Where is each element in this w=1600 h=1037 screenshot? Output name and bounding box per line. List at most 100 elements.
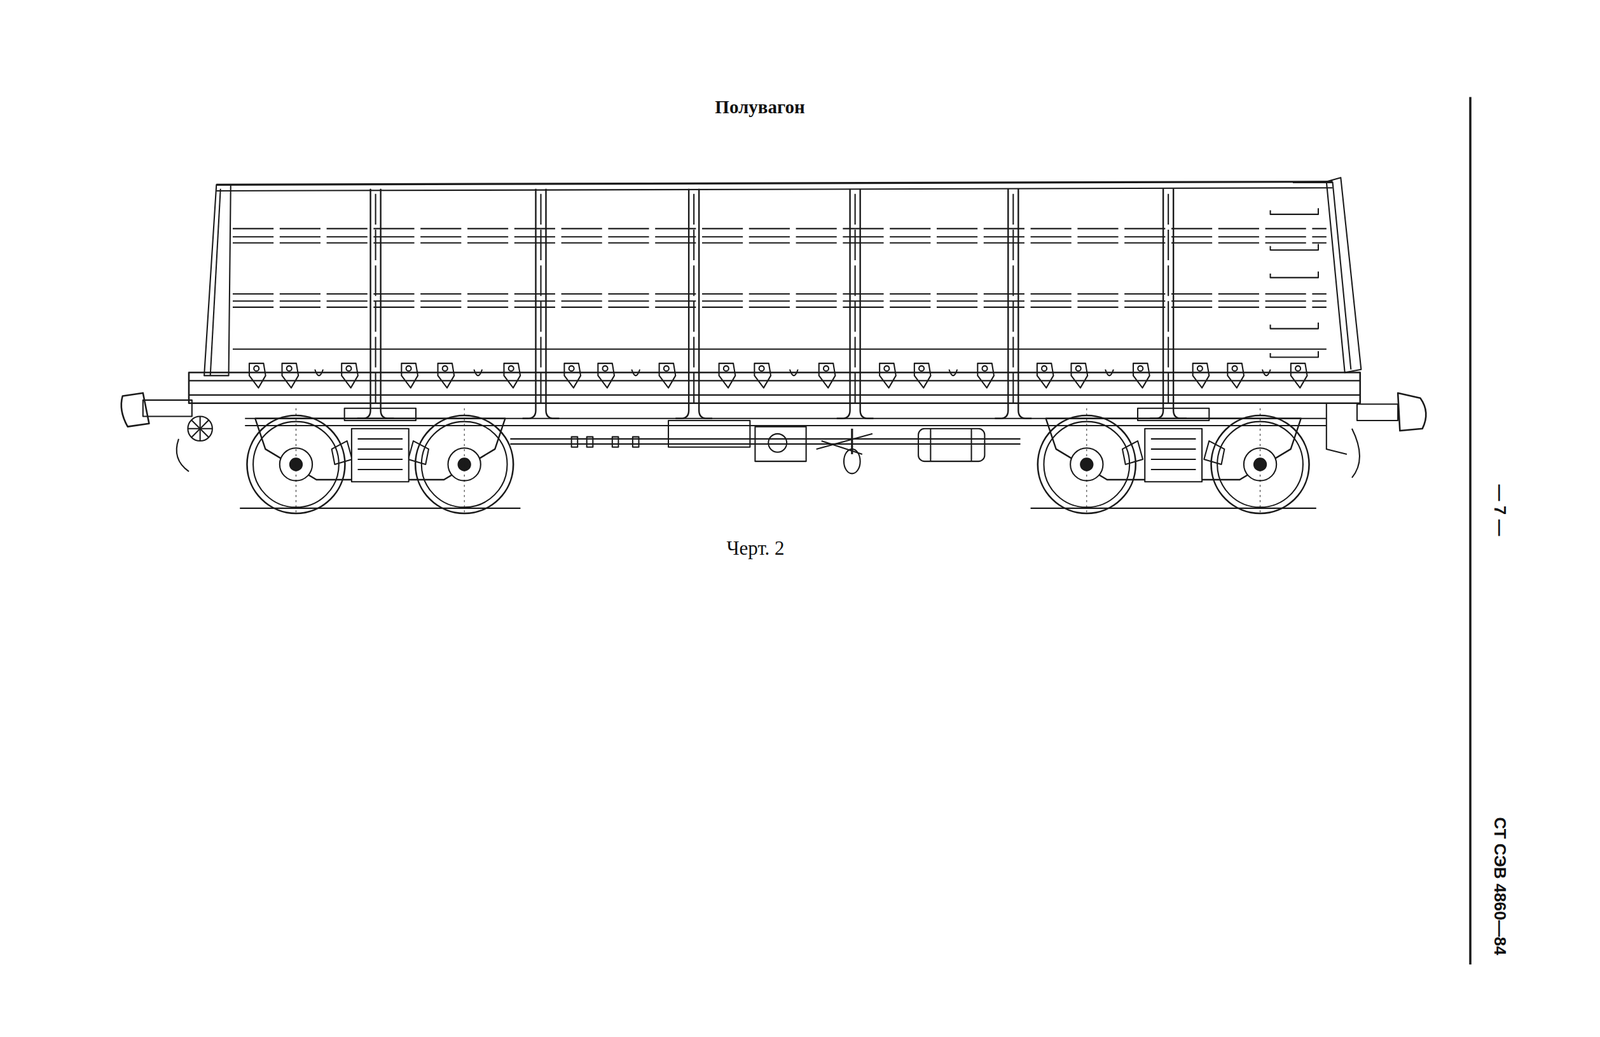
spring-set xyxy=(1151,468,1197,470)
side-stake xyxy=(675,188,689,419)
door-hinge xyxy=(401,363,418,388)
hand-brake-wheel xyxy=(191,419,209,437)
door-lock xyxy=(789,369,799,376)
frame-window xyxy=(1203,440,1225,465)
side-stake xyxy=(522,188,537,419)
door-hinge xyxy=(819,363,836,388)
ladder-step xyxy=(1270,322,1319,329)
side-stake xyxy=(375,193,377,404)
ladder-step xyxy=(1270,271,1319,278)
side-stake xyxy=(1149,188,1164,419)
door-hinge xyxy=(1193,363,1210,388)
end-gear xyxy=(1326,403,1360,478)
side-stake xyxy=(836,188,851,419)
brake-lever xyxy=(816,433,873,455)
ladder-step xyxy=(1270,243,1319,250)
bolster xyxy=(1137,408,1209,421)
axle-center xyxy=(1086,408,1087,516)
door-hinge xyxy=(1290,363,1308,388)
brake-valve xyxy=(768,433,787,453)
door-hinge xyxy=(879,363,897,388)
bolster xyxy=(344,408,416,421)
side-belt xyxy=(232,235,1327,238)
door-lock xyxy=(314,369,324,376)
side-sill xyxy=(188,379,1361,381)
door-lock xyxy=(631,369,640,376)
end-wall xyxy=(1326,177,1362,373)
spring-set xyxy=(1144,428,1202,482)
door-hinge xyxy=(1075,365,1082,371)
end-wall xyxy=(210,188,221,376)
door-hinge xyxy=(282,363,299,388)
door-hinge xyxy=(341,363,359,388)
door-hinge xyxy=(1070,363,1088,388)
side-sill xyxy=(188,372,1361,404)
door-hinge xyxy=(914,363,932,388)
axle-center xyxy=(295,408,297,516)
door-hinge xyxy=(759,365,765,371)
end-wall xyxy=(204,184,231,376)
air-distributor xyxy=(668,420,750,448)
door-hinge xyxy=(597,363,615,388)
door-hinge xyxy=(1227,363,1244,388)
coupler-head xyxy=(121,393,150,427)
door-hinge xyxy=(438,363,455,388)
door-hinge xyxy=(1037,363,1054,388)
spring-set xyxy=(1151,438,1197,440)
door-hinge xyxy=(977,363,994,388)
door-lock xyxy=(948,369,958,376)
page-number: — 7 — xyxy=(1489,484,1510,537)
standard-code: СТ СЭВ 4860—84 xyxy=(1489,817,1510,956)
spring-set xyxy=(1151,458,1197,460)
door-hinge xyxy=(503,363,521,388)
side-stake xyxy=(860,188,874,419)
door-hinge xyxy=(1197,365,1203,371)
brake-cylinder xyxy=(918,428,985,462)
spring-set xyxy=(351,428,409,482)
coupler-head xyxy=(1397,393,1426,431)
ladder-step xyxy=(1270,207,1319,215)
door-hinge xyxy=(253,365,259,371)
door-hinge xyxy=(1137,365,1143,371)
door-hinge xyxy=(1232,365,1238,371)
door-hinge xyxy=(982,365,988,371)
door-hinge xyxy=(1041,365,1047,371)
pipe-fitting xyxy=(586,436,594,448)
door-hinge xyxy=(286,365,292,371)
car-illustration xyxy=(121,177,1427,516)
spring-set xyxy=(358,438,404,440)
ladder-step xyxy=(1270,351,1319,358)
door-lock xyxy=(1105,369,1114,376)
coupler-shank xyxy=(1357,403,1398,421)
hand-brake-wheel xyxy=(187,416,213,442)
frame-window xyxy=(408,440,429,465)
side-stake xyxy=(380,188,395,419)
door-hinge xyxy=(754,363,771,388)
side-stake xyxy=(693,193,695,404)
side-belt xyxy=(232,300,1327,302)
frame-window xyxy=(1122,440,1143,465)
side-belt xyxy=(232,293,1327,295)
side-sill xyxy=(188,394,1361,396)
page-rule xyxy=(1468,96,1472,965)
side-belt xyxy=(232,227,1327,229)
door-hinge xyxy=(1133,363,1150,388)
figure-caption: Черт. 2 xyxy=(726,536,785,560)
axle-center xyxy=(464,408,465,516)
pipe-fitting xyxy=(571,436,579,448)
brake-cylinder xyxy=(970,428,972,462)
door-hinge xyxy=(1295,365,1301,371)
side-belt xyxy=(232,348,1327,350)
door-hinge xyxy=(406,365,412,371)
door-hinge xyxy=(663,365,669,371)
side-stake xyxy=(994,188,1008,419)
end-wall xyxy=(1332,181,1351,370)
side-stake xyxy=(1018,188,1032,419)
side-stake xyxy=(1173,188,1187,419)
spring-set xyxy=(358,458,404,460)
door-hinge xyxy=(918,365,925,371)
coupler-shank xyxy=(143,400,193,417)
door-hinge xyxy=(508,365,514,371)
top-chord xyxy=(216,181,1333,186)
door-hinge xyxy=(719,363,736,388)
